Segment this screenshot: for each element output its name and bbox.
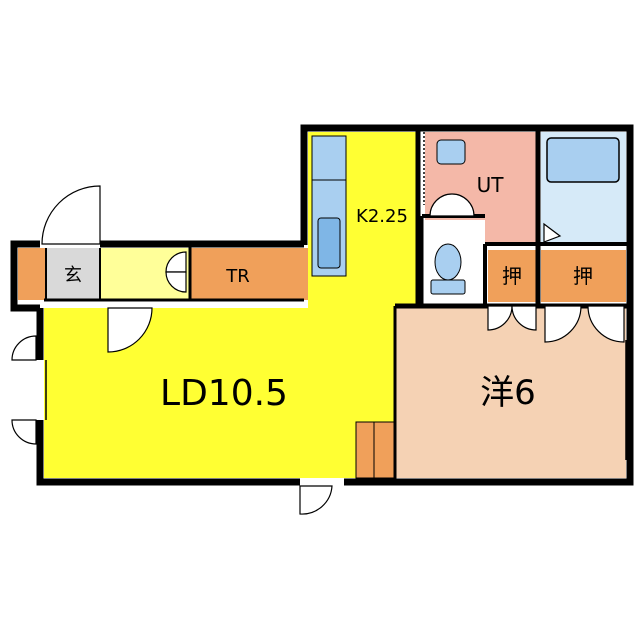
window-icon — [45, 132, 627, 460]
stairs-icon — [355, 421, 395, 479]
room-entrance-grey — [46, 248, 100, 300]
entrance-left-strip — [18, 248, 40, 300]
room-label-closet1: 押 — [502, 264, 522, 288]
room-tr-fill — [190, 248, 308, 300]
toilet-icon — [430, 243, 466, 295]
room-bedroom-fill — [395, 308, 626, 478]
wash-basin-icon — [436, 139, 466, 165]
room-label-entrance: 玄 — [64, 265, 82, 286]
room-label-ut: UT — [477, 173, 505, 197]
bathtub-icon — [546, 137, 620, 183]
room-label-bedroom: 洋6 — [480, 373, 536, 413]
room-label-ld: LD10.5 — [160, 373, 288, 414]
room-closet2-fill — [541, 250, 626, 302]
sink-icon — [317, 217, 341, 269]
room-label-tr: TR — [225, 266, 250, 287]
walls — [10, 124, 634, 486]
room-closet1-fill — [488, 250, 538, 302]
stove-icon — [311, 135, 347, 181]
room-label-kitchen: K2.25 — [356, 206, 408, 227]
door-swing-icon — [11, 185, 625, 515]
room-label-closet2: 押 — [573, 264, 593, 288]
